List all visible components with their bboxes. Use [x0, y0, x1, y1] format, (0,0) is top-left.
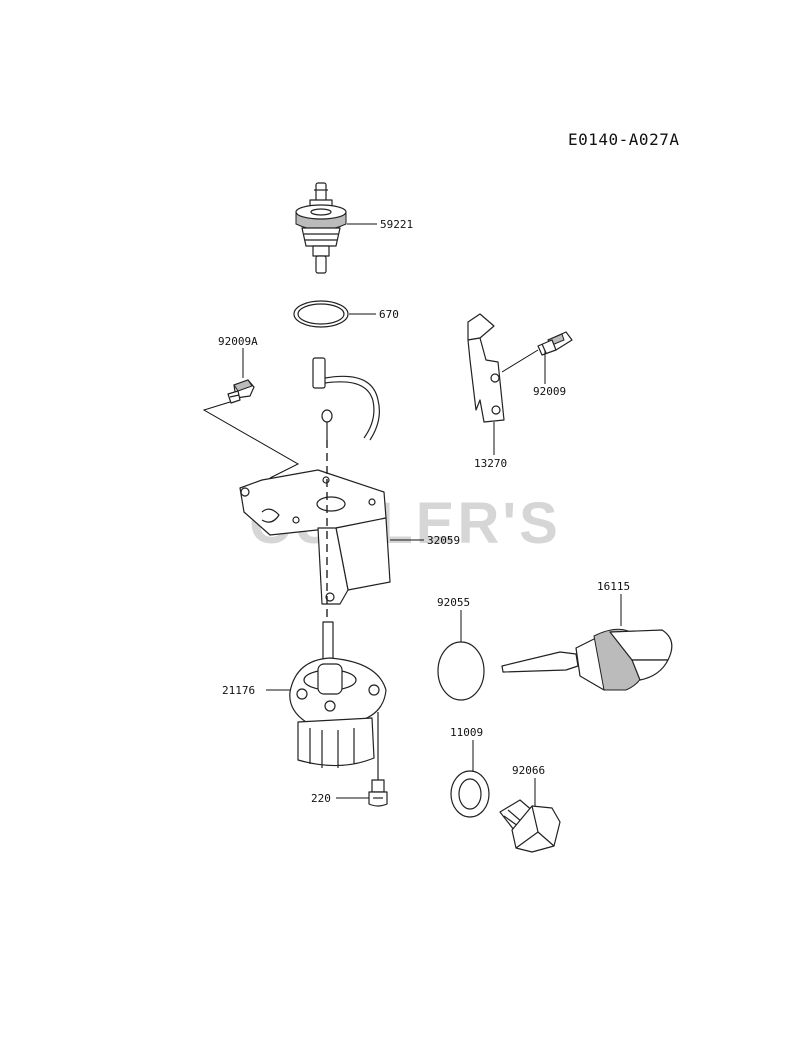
part-16115-dipstick[interactable]: [501, 628, 673, 691]
label-16115: 16115: [597, 580, 630, 593]
label-220: 220: [311, 792, 331, 805]
label-32059: 32059: [427, 534, 460, 547]
part-220-screw[interactable]: [368, 779, 388, 807]
label-59221: 59221: [380, 218, 413, 231]
part-92009A-screw[interactable]: [227, 379, 255, 404]
diagram-code: E0140-A027A: [568, 130, 680, 149]
part-13270-clip[interactable]: [467, 313, 505, 423]
part-59221-valve[interactable]: [295, 182, 347, 274]
part-92009-screw[interactable]: [537, 331, 573, 356]
part-11009-washer[interactable]: [450, 770, 490, 818]
label-11009: 11009: [450, 726, 483, 739]
part-32059-bracket[interactable]: [239, 469, 391, 605]
part-92055-oring[interactable]: [437, 641, 485, 701]
part-tube: [312, 357, 380, 441]
label-13270: 13270: [474, 457, 507, 470]
label-92055: 92055: [437, 596, 470, 609]
part-21176-switch[interactable]: [289, 621, 387, 780]
label-670: 670: [379, 308, 399, 321]
label-92009A: 92009A: [218, 335, 258, 348]
part-670-oring[interactable]: [293, 300, 349, 328]
label-92009: 92009: [533, 385, 566, 398]
label-92066: 92066: [512, 764, 545, 777]
part-92066-plug[interactable]: [499, 799, 561, 853]
label-21176: 21176: [222, 684, 255, 697]
